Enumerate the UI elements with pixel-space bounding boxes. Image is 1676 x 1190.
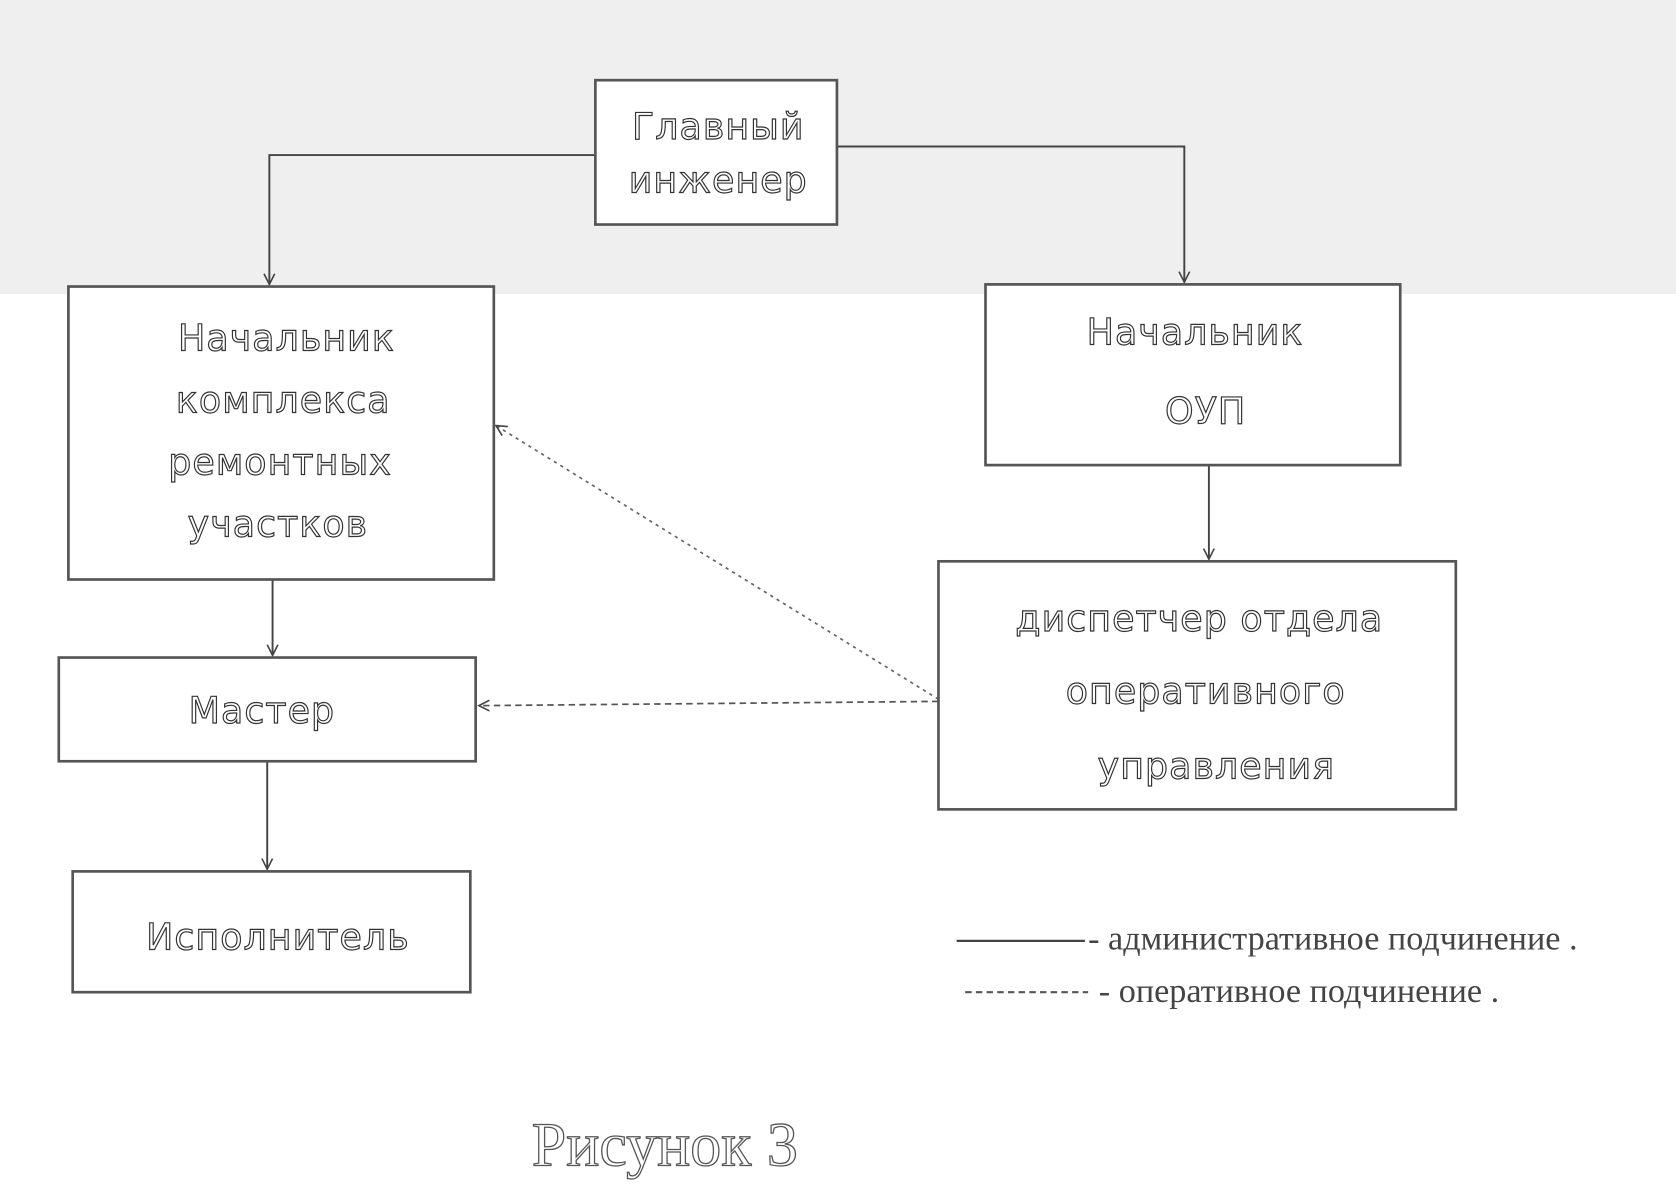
legend: - административное подчинение . - операт… [956, 920, 1578, 1010]
dotted-dispatcher-to-repair-head [496, 426, 939, 700]
legend-administrative-label: - административное подчинение . [1088, 920, 1577, 957]
connector-chief-to-oup-head [836, 145, 1184, 282]
box-label: участков [188, 503, 368, 546]
box-label: инженер [629, 158, 808, 201]
box-repair-head: Начальник комплекса ремонтных участков [67, 285, 496, 581]
box-label: Начальник [178, 317, 395, 360]
box-executor: Исполнитель [71, 870, 472, 994]
connector-chief-to-repair-head [269, 154, 596, 284]
box-label: управления [1098, 744, 1335, 787]
box-dispatcher: диспетчер отдела оперативного управления [937, 559, 1458, 811]
box-oup-head: Начальник ОУП [984, 283, 1402, 467]
legend-operational-label: - оперативное подчинение . [1099, 973, 1499, 1010]
box-label: Главный [632, 105, 805, 148]
box-label: комплекса [176, 379, 391, 422]
figure-caption: Рисунок 3 [532, 1111, 798, 1179]
box-label: Мастер [189, 689, 336, 732]
box-label: ОУП [1165, 389, 1246, 432]
box-label: ремонтных [168, 441, 391, 484]
box-master: Мастер [57, 656, 477, 763]
box-chief-engineer: Главный инженер [594, 78, 839, 226]
box-label: диспетчер отдела [1015, 597, 1383, 640]
box-label: оперативного [1066, 670, 1346, 713]
box-label: Исполнитель [146, 915, 410, 958]
dashed-dispatcher-to-master [479, 701, 939, 705]
box-label: Начальник [1087, 310, 1304, 353]
